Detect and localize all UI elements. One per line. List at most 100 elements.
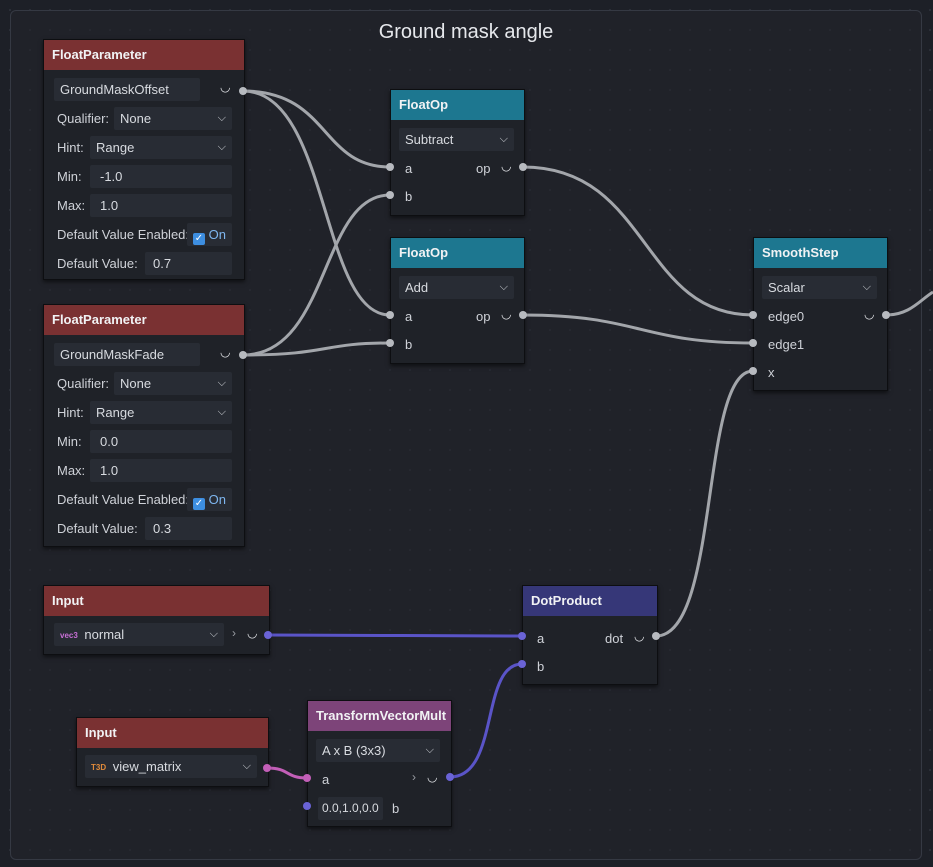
- input-port-transform-a[interactable]: [303, 774, 311, 782]
- expand-arrow-icon[interactable]: ›: [232, 626, 236, 640]
- output-port-groundmaskfade[interactable]: [239, 351, 247, 359]
- min-input[interactable]: -1.0: [90, 165, 232, 188]
- output-port-transform[interactable]: [446, 773, 454, 781]
- input-x-label: x: [768, 365, 775, 380]
- float-parameter-node-fade[interactable]: FloatParameter GroundMaskFade ◡ Qualifie…: [43, 304, 245, 547]
- input-b-label: b: [537, 659, 545, 674]
- input-port-add-a[interactable]: [386, 311, 394, 319]
- float-op-node-add[interactable]: FloatOp Add ⌵ a op ◡ b: [390, 237, 525, 364]
- chevron-down-icon: ⌵: [499, 133, 508, 145]
- input-port-smoothstep-edge0[interactable]: [749, 311, 757, 319]
- input-a-label: a: [322, 772, 330, 787]
- hint-dropdown[interactable]: Range ⌵: [90, 136, 232, 159]
- input-edge1-label: edge1: [768, 337, 805, 352]
- default-value-input[interactable]: 0.3: [145, 517, 232, 540]
- wire-dot-to-x: [655, 369, 754, 638]
- input-variable-dropdown[interactable]: vec3 normal ⌵: [54, 623, 224, 646]
- input-port-dot-a[interactable]: [518, 632, 526, 640]
- smoothstep-node[interactable]: SmoothStep Scalar ⌵ edge0 ◡ edge1 x: [753, 237, 888, 391]
- qualifier-dropdown[interactable]: None ⌵: [114, 372, 232, 395]
- qualifier-value: None: [120, 376, 152, 391]
- node-header[interactable]: Input: [44, 586, 269, 616]
- min-input[interactable]: 0.0: [90, 430, 232, 453]
- wire-add-to-edge1: [522, 313, 754, 345]
- input-b-label: b: [405, 337, 413, 352]
- group-title: Ground mask angle: [378, 21, 554, 43]
- output-port-dot[interactable]: [652, 632, 660, 640]
- input-b-value-field[interactable]: 0.0,1.0,0.0: [318, 797, 383, 820]
- transform-vector-mult-node[interactable]: TransformVectorMult A x B (3x3) ⌵ a › ◡ …: [307, 700, 452, 827]
- qualifier-label: Qualifier:: [57, 111, 110, 126]
- hint-dropdown[interactable]: Range ⌵: [90, 401, 232, 424]
- default-value-input[interactable]: 0.7: [145, 252, 232, 275]
- wire-fade-to-subtract-b: [242, 193, 391, 357]
- parameter-name-field[interactable]: GroundMaskOffset: [54, 78, 200, 101]
- chevron-down-icon: ⌵: [425, 744, 434, 756]
- min-label: Min:: [57, 434, 82, 449]
- float-parameter-node-offset[interactable]: FloatParameter GroundMaskOffset ◡ Qualif…: [43, 39, 245, 280]
- node-header[interactable]: Input: [77, 718, 268, 748]
- input-port-add-b[interactable]: [386, 339, 394, 347]
- wire-fade-to-add-b: [242, 341, 391, 357]
- default-value-enabled-toggle[interactable]: ✓ On: [187, 223, 232, 246]
- toggle-state-text: On: [208, 227, 226, 242]
- input-port-transform-b[interactable]: [303, 802, 311, 810]
- parameter-name-field[interactable]: GroundMaskFade: [54, 343, 200, 366]
- output-port-subtract-op[interactable]: [519, 163, 527, 171]
- expand-arrow-icon[interactable]: ›: [412, 770, 416, 784]
- input-variable-dropdown[interactable]: T3D view_matrix ⌵: [85, 755, 257, 778]
- input-variable-value: normal: [84, 627, 125, 642]
- float-op-node-subtract[interactable]: FloatOp Subtract ⌵ a op ◡ b: [390, 89, 525, 216]
- input-node-view-matrix[interactable]: Input T3D view_matrix ⌵: [76, 717, 269, 787]
- input-b-label: b: [392, 801, 400, 816]
- wire-viewmatrix-to-transform-a: [266, 766, 308, 780]
- input-a-label: a: [405, 161, 413, 176]
- hint-label: Hint:: [57, 405, 84, 420]
- node-header[interactable]: DotProduct: [523, 586, 657, 616]
- checkbox-checked-icon: ✓: [193, 233, 205, 245]
- output-port-add-op[interactable]: [519, 311, 527, 319]
- node-header[interactable]: FloatOp: [391, 90, 524, 120]
- max-label: Max:: [57, 198, 86, 213]
- transform3d-type-icon: T3D: [91, 763, 107, 772]
- node-header[interactable]: TransformVectorMult: [308, 701, 451, 731]
- chevron-down-icon: ⌵: [242, 760, 251, 772]
- qualifier-dropdown[interactable]: None ⌵: [114, 107, 232, 130]
- checkbox-checked-icon: ✓: [193, 498, 205, 510]
- wire-normal-to-dot-a: [267, 633, 523, 638]
- type-value: Scalar: [768, 280, 805, 295]
- hint-value: Range: [96, 140, 135, 155]
- output-port-view-matrix[interactable]: [263, 764, 271, 772]
- input-port-smoothstep-x[interactable]: [749, 367, 757, 375]
- input-port-subtract-a[interactable]: [386, 163, 394, 171]
- node-header[interactable]: FloatParameter: [44, 40, 244, 70]
- node-header[interactable]: SmoothStep: [754, 238, 887, 268]
- input-b-label: b: [405, 189, 413, 204]
- wire-subtract-to-edge0: [522, 165, 754, 317]
- input-port-dot-b[interactable]: [518, 660, 526, 668]
- input-edge0-label: edge0: [768, 309, 805, 324]
- max-input[interactable]: 1.0: [90, 459, 232, 482]
- node-header[interactable]: FloatParameter: [44, 305, 244, 335]
- default-value-enabled-label: Default Value Enabled:: [57, 492, 190, 507]
- output-dot-label: dot: [605, 631, 624, 646]
- output-port-normal[interactable]: [264, 631, 272, 639]
- max-input[interactable]: 1.0: [90, 194, 232, 217]
- input-port-smoothstep-edge1[interactable]: [749, 339, 757, 347]
- operation-dropdown[interactable]: Subtract ⌵: [399, 128, 514, 151]
- operation-dropdown[interactable]: A x B (3x3) ⌵: [316, 739, 440, 762]
- output-port-indicator-icon: ◡: [501, 307, 512, 321]
- input-port-subtract-b[interactable]: [386, 191, 394, 199]
- output-port-smoothstep[interactable]: [882, 311, 890, 319]
- output-port-groundmaskoffset[interactable]: [239, 87, 247, 95]
- chevron-down-icon: ⌵: [217, 141, 226, 153]
- input-node-normal[interactable]: Input vec3 normal ⌵ › ◡: [43, 585, 270, 655]
- default-value-enabled-toggle[interactable]: ✓ On: [187, 488, 232, 511]
- type-dropdown[interactable]: Scalar ⌵: [762, 276, 877, 299]
- output-port-indicator-icon: ◡: [220, 80, 231, 94]
- vec3-type-icon: vec3: [60, 631, 78, 640]
- operation-dropdown[interactable]: Add ⌵: [399, 276, 514, 299]
- node-header[interactable]: FloatOp: [391, 238, 524, 268]
- dot-product-node[interactable]: DotProduct a dot ◡ b: [522, 585, 658, 685]
